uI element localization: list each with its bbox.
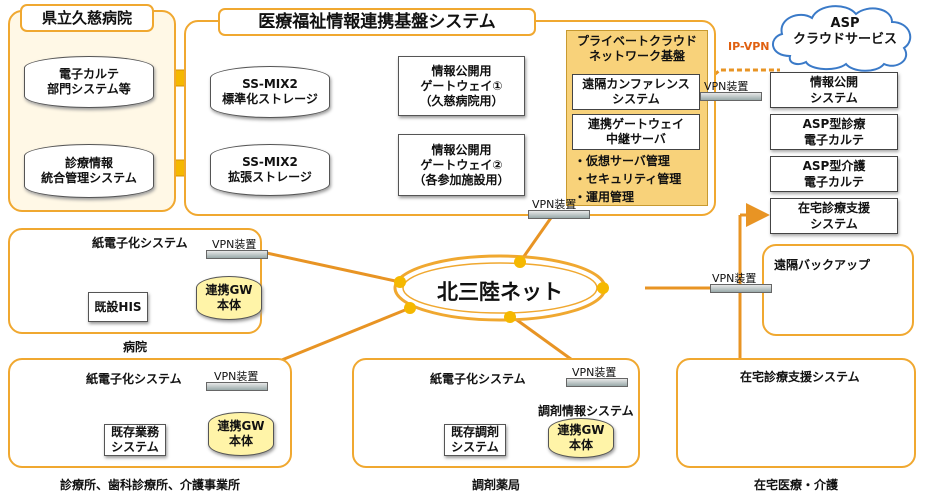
private-cloud-bullets: ・仮想サーバ管理 ・セキュリティ管理 ・運用管理 — [574, 152, 681, 206]
hospital-paper-system: 紙電子化システム — [92, 236, 188, 250]
clinic-gw: 連携GW 本体 — [208, 412, 274, 456]
ipvpn-label: IP-VPN — [728, 40, 770, 53]
homecare-frame — [676, 358, 916, 468]
vpn-label-asp: VPN装置 — [704, 80, 749, 93]
asp-info-disclosure: 情報公開 システム — [770, 72, 898, 108]
gateway-2: 情報公開用 ゲートウェイ② （各参加施設用） — [398, 134, 525, 196]
bullet-security: ・セキュリティ管理 — [574, 172, 682, 186]
asp-homecare-support: 在宅診療支援 システム — [770, 198, 898, 234]
platform-title: 医療福祉情報連携基盤システム — [218, 8, 536, 36]
vpn-device-pharmacy — [566, 378, 628, 387]
relay-server: 連携ゲートウェイ 中継サーバ — [572, 114, 700, 150]
network-name: 北三陸ネット — [437, 280, 563, 304]
remote-conference-system: 遠隔カンファレンス システム — [572, 74, 700, 110]
asp-cloud-title: ASP クラウドサービス — [792, 16, 897, 47]
hospital-gw: 連携GW 本体 — [196, 276, 262, 320]
vpn-device-platform — [528, 210, 590, 219]
vpn-device-asp — [700, 92, 762, 101]
clinic-business-system: 既存業務 システム — [104, 424, 166, 456]
bullet-ops: ・運用管理 — [574, 190, 635, 204]
vpn-label-hospital: VPN装置 — [212, 238, 257, 251]
link-pharmacy — [509, 313, 576, 364]
asp-clinic-ehr: ASP型診療 電子カルテ — [770, 114, 898, 150]
kuji-hospital-title: 県立久慈病院 — [20, 4, 154, 32]
gateway-1: 情報公開用 ゲートウェイ① （久慈病院用） — [398, 56, 525, 116]
vpn-device-hospital — [206, 250, 268, 259]
vpn-device-backup — [710, 284, 772, 293]
vpn-label-pharmacy: VPN装置 — [572, 366, 617, 379]
backup-frame — [762, 244, 914, 336]
pharmacy-dispense-system: 既存調剤 システム — [444, 424, 506, 456]
dispensing-info-system: 調剤情報システム — [538, 404, 634, 418]
hospital-caption: 病院 — [122, 340, 147, 354]
backup-title: 遠隔バックアップ — [774, 258, 871, 272]
vpn-label-clinic: VPN装置 — [214, 370, 259, 383]
link-clinic — [261, 306, 411, 370]
asp-cloud — [772, 5, 912, 72]
clinic-caption: 診療所、歯科診療所、介護事業所 — [59, 478, 240, 492]
pharmacy-caption: 調剤薬局 — [471, 478, 520, 492]
vpn-label-backup: VPN装置 — [712, 272, 757, 285]
homecare-title: 在宅診療支援システム — [740, 370, 860, 384]
ehr-storage: 電子カルテ 部門システム等 — [24, 56, 154, 108]
clinic-paper-system: 紙電子化システム — [86, 372, 182, 386]
vpn-label-platform: VPN装置 — [532, 198, 577, 211]
pharmacy-gw: 連携GW 本体 — [548, 418, 614, 458]
hospital-his: 既設HIS — [88, 292, 148, 322]
private-cloud-title: プライベートクラウド ネットワーク基盤 — [576, 34, 697, 63]
ssmix-standard-storage: SS-MIX2 標準化ストレージ — [210, 66, 330, 118]
homecare-caption: 在宅医療・介護 — [753, 478, 838, 492]
pharmacy-paper-system: 紙電子化システム — [430, 372, 526, 386]
vpn-device-clinic — [206, 382, 268, 391]
link-hospital — [261, 250, 401, 284]
asp-care-ehr: ASP型介護 電子カルテ — [770, 156, 898, 192]
integrated-storage: 診療情報 統合管理システム — [24, 144, 154, 198]
bullet-vm: ・仮想サーバ管理 — [574, 154, 670, 168]
ssmix-extended-storage: SS-MIX2 拡張ストレージ — [210, 144, 330, 196]
